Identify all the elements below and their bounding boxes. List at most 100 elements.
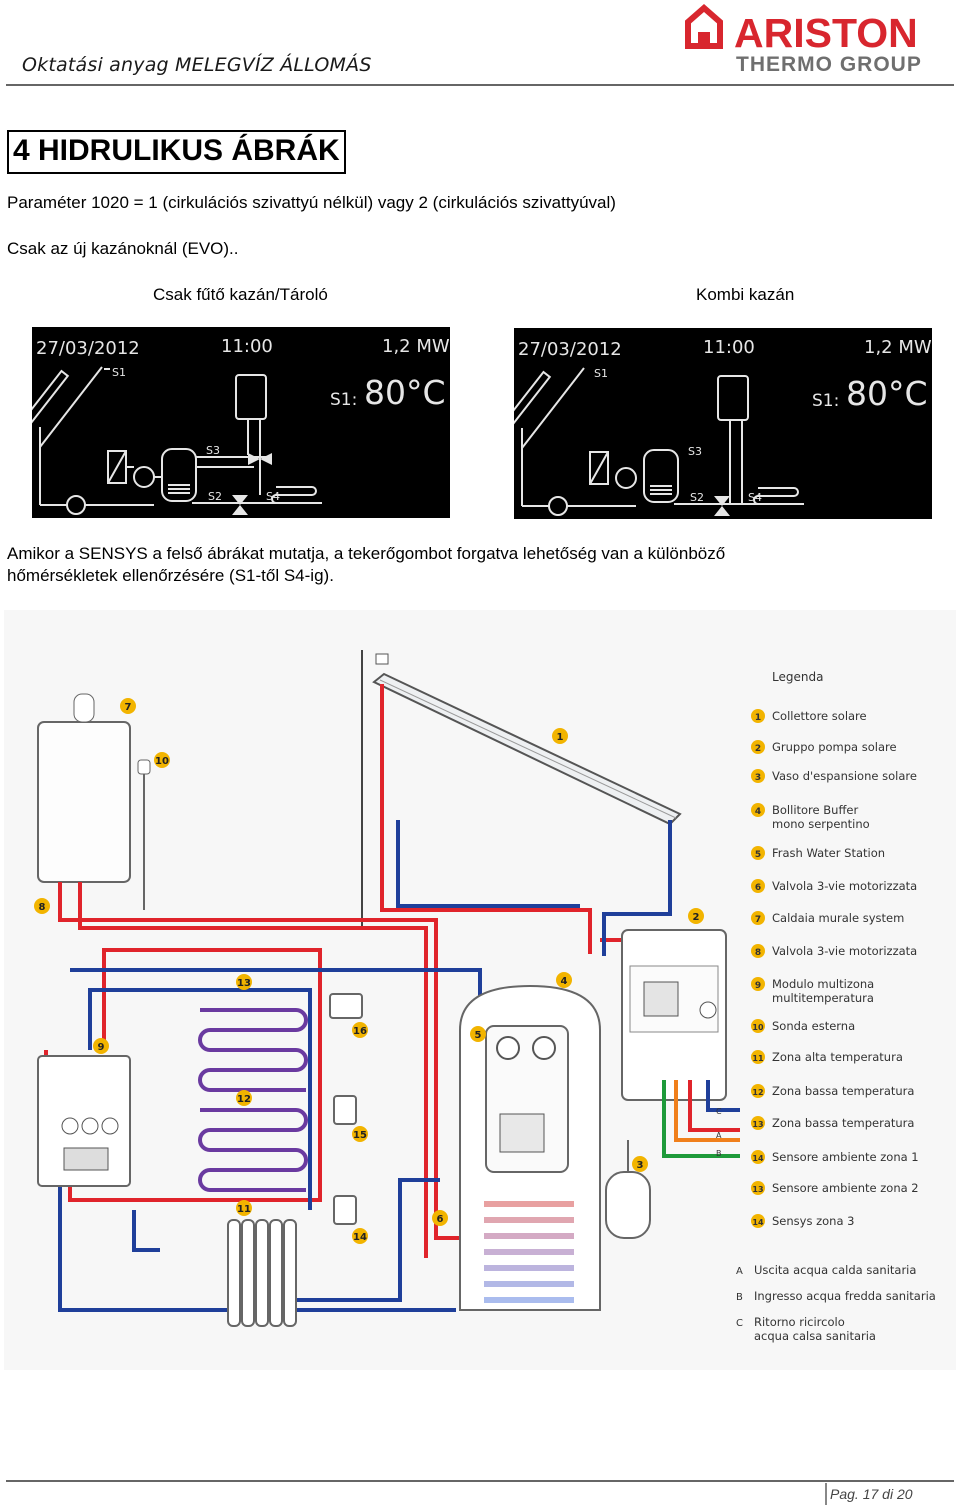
legend-item-6: Valvola 3-vie motorizzata: [772, 879, 917, 893]
screen-s3: S3: [688, 445, 702, 458]
legend-item-2: Gruppo pompa solare: [772, 740, 897, 754]
legend-item-13: Zona bassa temperatura: [772, 1116, 914, 1130]
screen-s1: S1: [594, 367, 608, 380]
outlet-label-a: A: [716, 1131, 722, 1140]
ariston-logo: ARISTON THERMO GROUP: [685, 4, 922, 76]
svg-text:13: 13: [752, 1120, 763, 1129]
page-number: Pag. 17 di 20: [830, 1486, 913, 1502]
legend-item-3: Vaso d'espansione solare: [772, 769, 917, 783]
svg-text:B: B: [736, 1292, 743, 1303]
screen-temperature: 80°C: [364, 373, 446, 412]
floor-heating-zone-13: [198, 1008, 308, 1092]
legend-item-16: Sensys zona 3: [772, 1214, 855, 1228]
marker-2: 2: [693, 912, 700, 923]
header-rule: [6, 84, 954, 86]
marker-1: 1: [557, 732, 564, 743]
wall-boiler: [37, 693, 151, 910]
marker-13: 13: [237, 978, 251, 989]
legend-item-10: Sonda esterna: [772, 1019, 855, 1033]
marker-7: 7: [125, 702, 132, 713]
svg-text:12: 12: [752, 1088, 763, 1097]
svg-text:13: 13: [752, 1185, 763, 1194]
screen-sensor-label: S1:: [812, 391, 839, 411]
screen-s3: S3: [206, 444, 220, 457]
legend-item-14: Sensore ambiente zona 1: [772, 1150, 919, 1164]
svg-text:7: 7: [755, 915, 761, 925]
outlet-label-c: C: [716, 1107, 722, 1116]
logo-subtext: THERMO GROUP: [736, 53, 922, 76]
multizone-module: [37, 1055, 131, 1187]
sensys-screen-heating-only: 27/03/2012 11:00 1,2 MW S1: 80°C S1 S3 S…: [32, 327, 450, 518]
svg-text:14: 14: [752, 1218, 764, 1227]
legend-title: Legenda: [772, 670, 823, 684]
radiator: [227, 1219, 297, 1327]
legend-letter-c: Ritorno ricircolo: [754, 1315, 845, 1329]
solar-collector: [361, 650, 682, 930]
screen-time: 11:00: [221, 336, 273, 357]
floor-heating-zone-12: [198, 1108, 308, 1192]
legend-item-1: Collettore solare: [772, 709, 867, 723]
screen-s2: S2: [208, 490, 222, 503]
screen-temperature: 80°C: [846, 374, 928, 413]
section-title: 4 HIDRULIKUS ÁBRÁK: [7, 130, 346, 174]
label-heating-only: Csak fűtő kazán/Tároló: [153, 285, 328, 304]
svg-text:8: 8: [755, 948, 761, 958]
legend-letter-a: Uscita acqua calda sanitaria: [754, 1263, 916, 1277]
svg-text:4: 4: [755, 807, 761, 817]
legend-item-9-line2: multitemperatura: [772, 991, 874, 1005]
legend-letter-b: Ingresso acqua fredda sanitaria: [754, 1289, 936, 1303]
marker-14: 14: [353, 1232, 367, 1243]
legend-item-15: Sensore ambiente zona 2: [772, 1181, 919, 1195]
legend-item-12: Zona bassa temperatura: [772, 1084, 914, 1098]
svg-text:2: 2: [755, 744, 761, 754]
svg-text:1: 1: [755, 713, 761, 723]
room-controllers: [329, 993, 363, 1225]
legend: Legenda 1 Collettore solare 2 Gruppo pom…: [736, 670, 936, 1343]
screen-date: 27/03/2012: [518, 339, 622, 360]
sensys-screen-combi: 27/03/2012 11:00 1,2 MW S1: 80°C S1 S3 S…: [514, 328, 932, 519]
svg-text:5: 5: [755, 850, 761, 860]
legend-item-4-line2: mono serpentino: [772, 817, 870, 831]
screen-power: 1,2 MW: [864, 337, 932, 358]
svg-text:10: 10: [752, 1023, 764, 1032]
svg-text:A: A: [736, 1266, 743, 1277]
parameter-line: Paraméter 1020 = 1 (cirkulációs szivatty…: [7, 193, 616, 212]
expansion-vessel: [605, 1140, 651, 1239]
footer-rule: [6, 1480, 954, 1482]
legend-item-9: Modulo multizona: [772, 977, 874, 991]
marker-10: 10: [155, 756, 169, 767]
marker-5: 5: [475, 1030, 482, 1041]
screen-s2: S2: [690, 491, 704, 504]
svg-text:C: C: [736, 1318, 743, 1329]
screen-date: 27/03/2012: [36, 338, 140, 359]
screen-sensor-label: S1:: [330, 390, 357, 410]
evo-line: Csak az új kazánoknál (EVO)..: [7, 239, 239, 258]
marker-11: 11: [237, 1204, 251, 1215]
svg-text:14: 14: [752, 1154, 764, 1163]
marker-16: 16: [353, 1026, 367, 1037]
marker-4: 4: [561, 976, 568, 987]
buffer-tank: [459, 984, 601, 1311]
svg-text:11: 11: [752, 1054, 764, 1063]
legend-item-4: Bollitore Buffer: [772, 803, 858, 817]
solar-pump-group: [621, 929, 727, 1101]
footer-page-box: [825, 1483, 960, 1505]
dhw-outlet-pipes: [662, 1080, 740, 1158]
screen-power: 1,2 MW: [382, 336, 450, 357]
label-combi: Kombi kazán: [696, 285, 795, 304]
body-text-line-2: hőmérsékletek ellenőrzésére (S1-től S4-i…: [7, 566, 334, 585]
legend-item-8: Valvola 3-vie motorizzata: [772, 944, 917, 958]
marker-6: 6: [437, 1214, 444, 1225]
document-header-title: Oktatási anyag MELEGVÍZ ÁLLOMÁS: [22, 54, 372, 76]
marker-3: 3: [637, 1160, 644, 1171]
legend-item-11: Zona alta temperatura: [772, 1050, 903, 1064]
hydraulic-diagram: 1 2 3 4 5 6 7 8 9 10 11 12 13 14 15 16 A…: [4, 610, 956, 1370]
logo-text: ARISTON: [734, 10, 918, 56]
marker-8: 8: [39, 902, 46, 913]
body-text-line-1: Amikor a SENSYS a felső ábrákat mutatja,…: [7, 544, 726, 563]
marker-9: 9: [98, 1042, 105, 1053]
marker-12: 12: [237, 1094, 251, 1105]
outlet-label-b: B: [716, 1149, 722, 1158]
screen-time: 11:00: [703, 337, 755, 358]
svg-text:3: 3: [755, 773, 761, 783]
